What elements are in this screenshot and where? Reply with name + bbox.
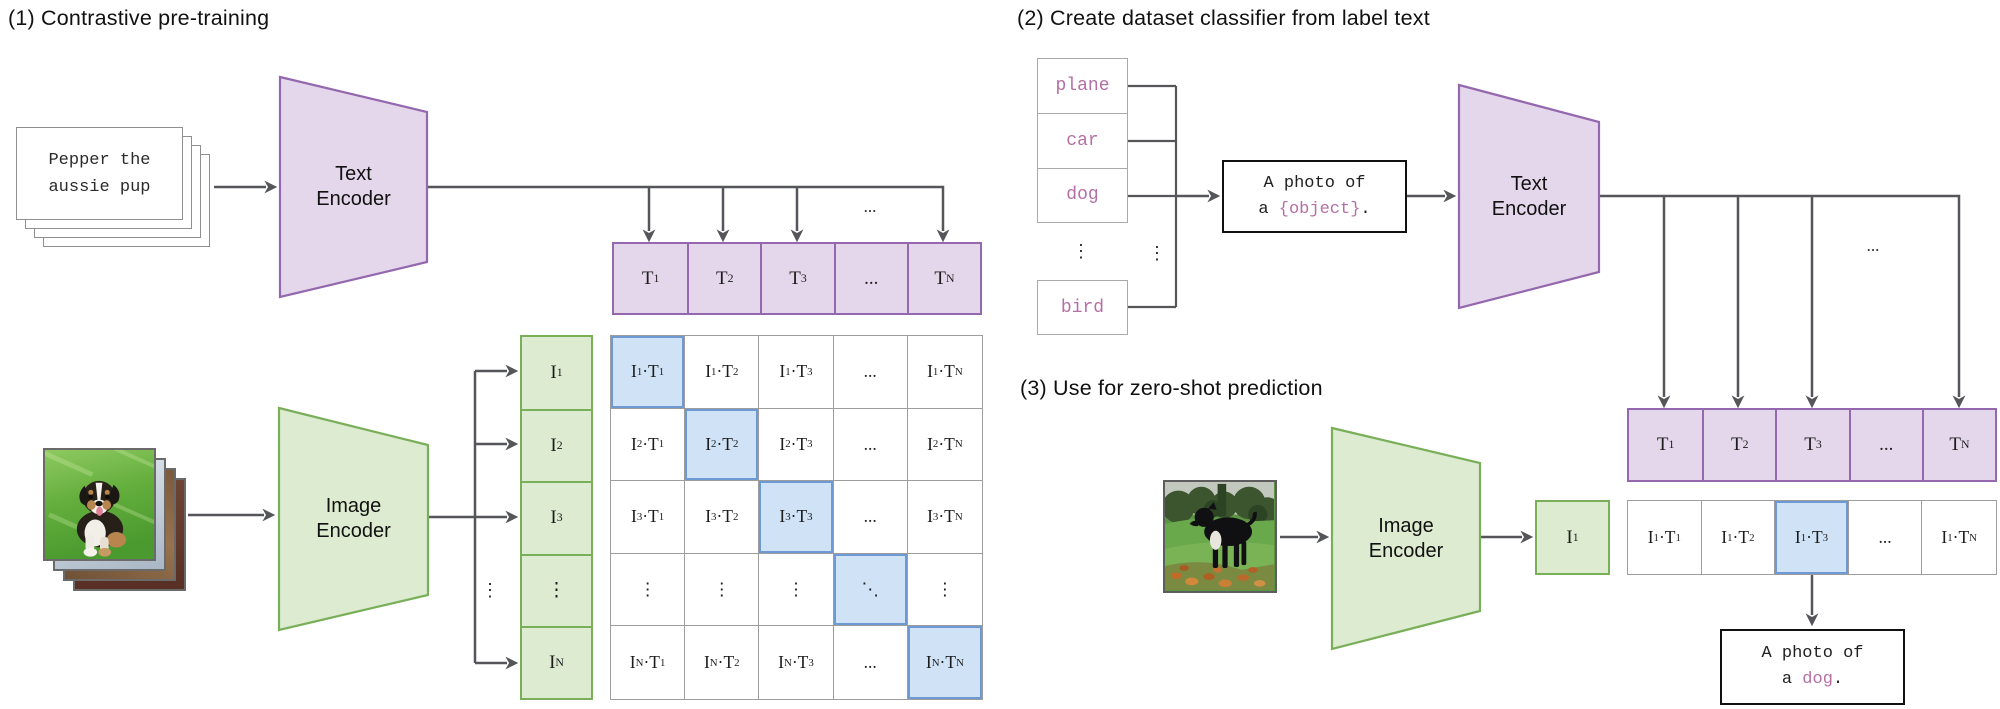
caption-line-1: Pepper the: [48, 150, 151, 170]
branch-ellipsis: ⋮: [481, 579, 499, 600]
text-encoder-fanout-trunk: [427, 185, 950, 243]
text-encoder: Text Encoder: [316, 163, 391, 210]
image-encoder: Image Encoder: [316, 495, 391, 542]
prompt-template-box: A photo of a {object}.: [1222, 160, 1407, 233]
matrix-cell-ellipsis: ⋮: [907, 554, 982, 627]
prompt-line-1: A photo of: [1263, 173, 1366, 193]
label-cell-dog: dog: [1038, 167, 1127, 222]
t-cell-ellipsis: ...: [1848, 410, 1922, 480]
query-image: [1162, 480, 1281, 593]
image-encoder-2: Image Encoder: [1368, 514, 1444, 562]
similarity-cell-ellipsis: ...: [1849, 501, 1923, 574]
text-caption-stack: Pepper the aussie pup: [16, 127, 210, 248]
matrix-cell: ...: [833, 336, 908, 409]
label-cell-plane: plane: [1055, 76, 1110, 97]
class-label-list: plane car dog: [1037, 58, 1128, 223]
section1-title: (1) Contrastive pre-training: [8, 6, 270, 30]
bracket-ellipsis: ⋮: [1148, 242, 1166, 263]
section2-title: (2) Create dataset classifier from label…: [1017, 6, 1430, 30]
result-line-2: a dog.: [1781, 670, 1844, 689]
section3-title: (3) Use for zero-shot prediction: [1020, 376, 1323, 400]
training-image-stack: [36, 441, 186, 591]
text-encoder-shape: [278, 75, 429, 299]
label-list-ellipsis: ⋮: [1072, 240, 1090, 261]
image-encoder-shape: [277, 406, 430, 632]
text-encoder2-fanout-trunk: [1599, 194, 1966, 409]
text-encoder-2: Text Encoder: [1491, 172, 1567, 220]
caption-line-2: aussie pup: [48, 177, 151, 197]
result-line-1: A photo of: [1761, 644, 1864, 663]
puppy-photo-illustration: [36, 441, 168, 559]
t-cell-ellipsis: ...: [833, 244, 907, 313]
matrix-cell-ellipsis: ⋮: [611, 553, 686, 627]
prediction-result-box: A photo of a dog.: [1720, 629, 1905, 705]
label-cell-bird: bird: [1037, 280, 1128, 335]
prompt-object-token: {object}: [1278, 199, 1361, 219]
text-encoder2-shape: [1457, 83, 1601, 310]
label-cell-car: car: [1038, 113, 1127, 167]
prompt-line-2: a {object}.: [1258, 199, 1371, 219]
i-cell-ellipsis: ⋮: [522, 553, 591, 626]
matrix-cell: ...: [833, 481, 908, 554]
image-encoder2-shape: [1330, 426, 1482, 651]
predicted-class-token: dog: [1802, 670, 1833, 689]
matrix-cell-ellipsis: ⋮: [759, 553, 834, 627]
text-caption-card: Pepper the aussie pup: [16, 127, 183, 220]
matrix-cell: ...: [833, 408, 908, 482]
matrix-cell-ellipsis: ⋮: [685, 553, 760, 627]
fanout2-ellipsis: ...: [1866, 236, 1880, 255]
training-image-puppy: [36, 441, 168, 561]
matrix-cell-diagonal-ellipsis: ⋱: [833, 553, 908, 627]
query-dog-photo-illustration: [1162, 482, 1281, 590]
fanout-ellipsis: ...: [863, 197, 877, 216]
matrix-cell: ...: [834, 626, 908, 699]
